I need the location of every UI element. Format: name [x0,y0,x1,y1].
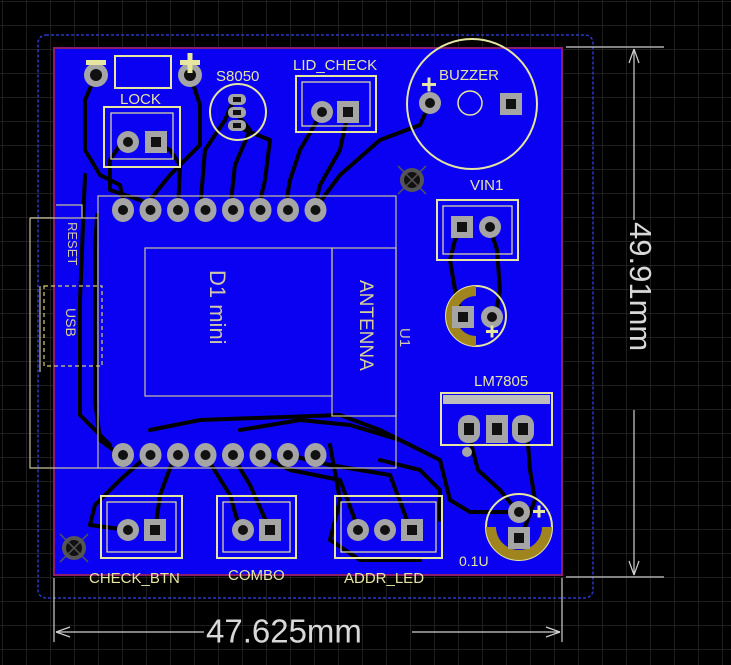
cap-value-label: 0.1U [459,553,489,569]
plus-sign-icon [486,325,498,338]
height-dimension [566,46,664,578]
lock-label: LOCK [120,91,161,108]
reset-label: RESET [65,222,80,265]
plus-sign-icon [180,53,200,73]
lid-check-connector-outline [295,75,377,133]
header-pin-hole [228,205,238,215]
pads [59,63,534,563]
lm7805-outline [440,392,553,446]
header-pin-hole [145,205,156,215]
minus-sign-icon [86,60,106,65]
header-pin-hole [255,450,266,460]
height-dimension-label: 49.91mm [623,222,658,351]
u1-label: U1 [396,328,413,347]
header-pin-hole [173,450,183,460]
lock-component-body [114,55,172,89]
lock-connector-outline [103,106,181,168]
check-btn-label: CHECK_BTN [89,570,180,587]
header-pin-hole [118,450,128,460]
combo-label: COMBO [228,567,285,584]
vin1-connector-outline [436,199,519,261]
s8050-outline [209,83,267,141]
header-pin-hole [255,205,266,215]
buzzer-label: BUZZER [439,67,499,84]
width-dimension-label: 47.625mm [206,613,362,650]
header-pin-hole [310,450,321,460]
addr-led-connector-outline [334,495,443,559]
d1-mini-header-pins [112,198,327,467]
header-pin-hole [200,205,211,215]
header-pin-hole [173,205,183,215]
vin1-label: VIN1 [470,177,503,194]
d1-mini-label: D1 mini [205,270,230,345]
header-pin-hole [283,450,293,460]
keepout-outline [37,34,594,599]
polarity-marks [86,53,545,518]
header-pin-hole [118,205,128,215]
usb-connector-outline [43,285,103,367]
plus-sign-icon [422,77,436,92]
width-dimension [53,578,563,642]
plus-sign-icon [533,505,545,518]
antenna-label: ANTENNA [355,280,376,371]
cap2-polarity-fill [486,527,552,560]
header-pin-hole [200,450,211,460]
header-pin-hole [145,450,156,460]
s8050-label: S8050 [216,68,259,85]
header-pin-hole [310,205,321,215]
combo-connector-outline [216,495,297,559]
lm7805-label: LM7805 [474,373,528,390]
addr-led-label: ADDR_LED [344,570,424,587]
buzzer-outline [406,38,538,170]
d1-mini-module [29,195,397,469]
cap1-polarity-fill [446,286,476,346]
check-btn-connector-outline [100,495,183,559]
header-pin-hole [283,205,293,215]
header-pin-hole [228,450,238,460]
usb-label: USB [63,308,79,337]
lid-check-label: LID_CHECK [293,57,377,74]
